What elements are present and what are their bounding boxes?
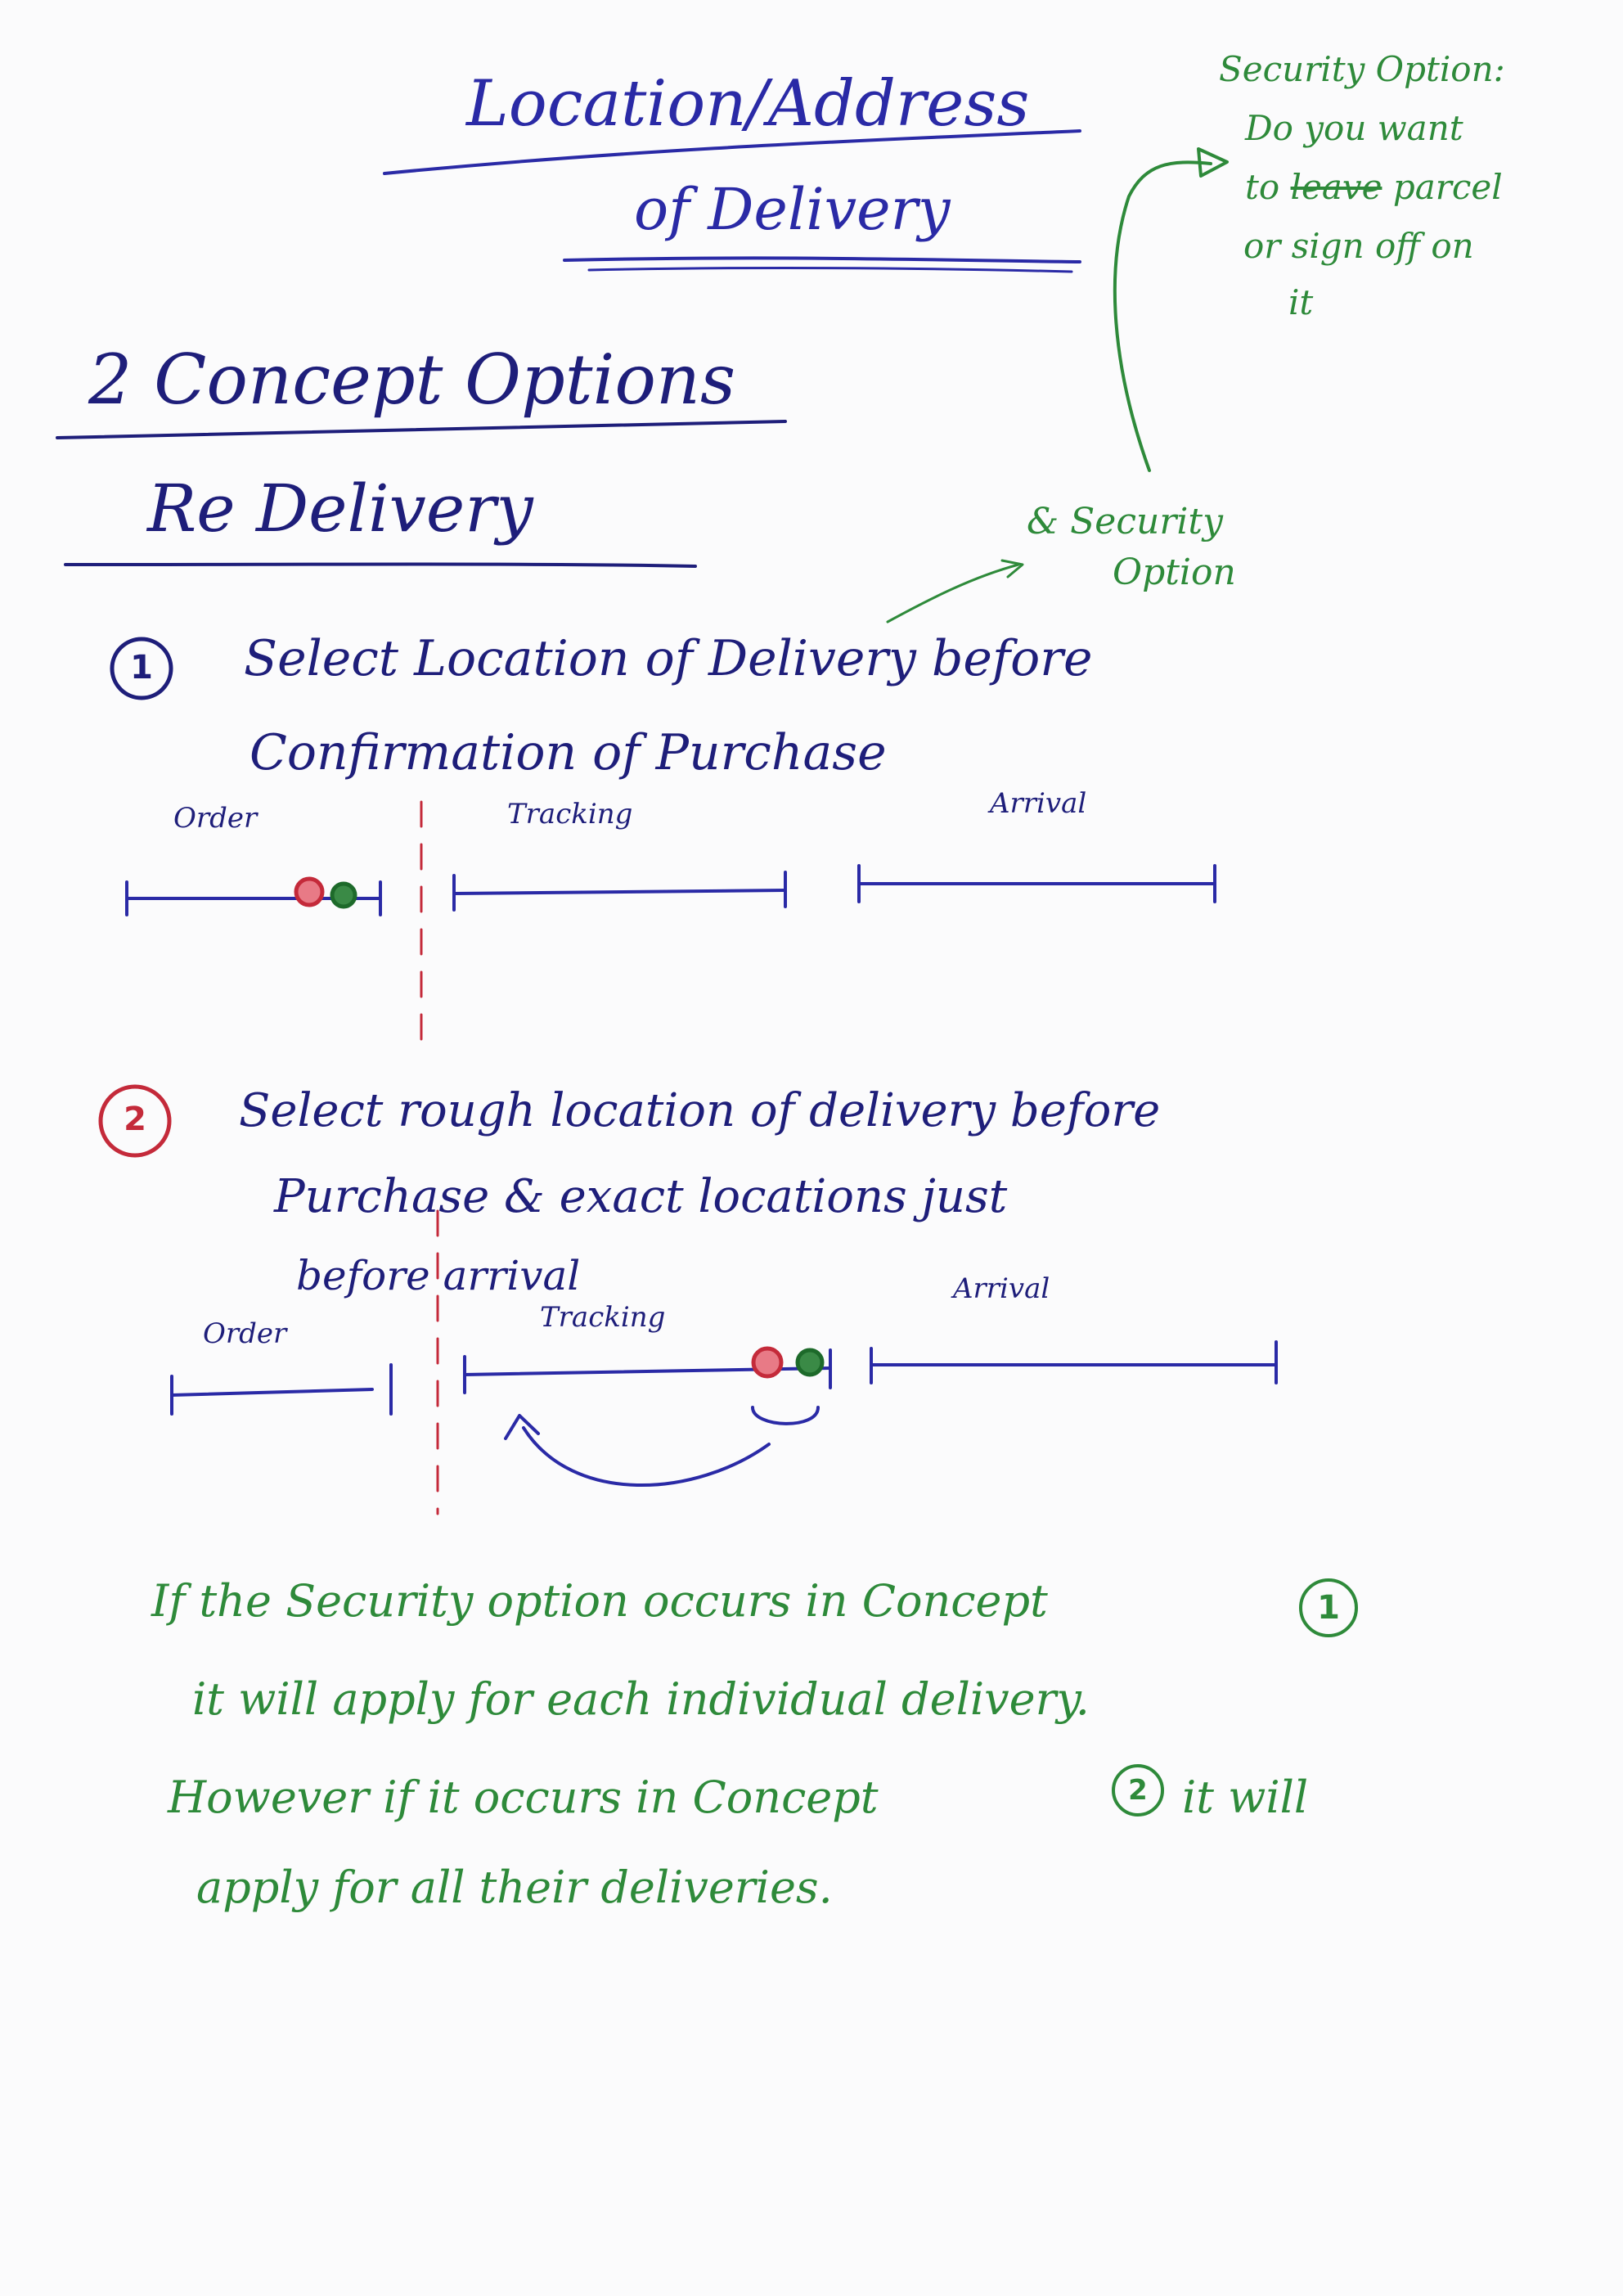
c1-green-dot <box>330 881 357 909</box>
security-note-line5: it <box>1288 282 1314 322</box>
c2-green-dot <box>795 1348 825 1377</box>
heading-concept-options: 2 Concept Options <box>88 340 736 420</box>
c2-order-line <box>170 1388 374 1397</box>
heading-underline-re <box>64 562 697 568</box>
heading-underline-concept <box>56 420 787 439</box>
conclusion-circle-2 <box>1112 1764 1164 1817</box>
security-arrow-short <box>886 563 1020 624</box>
heading-re-delivery: Re Delivery <box>147 470 533 547</box>
concept1-number: 1 <box>130 649 153 687</box>
concept2-label-tracking: Tracking <box>540 1301 666 1334</box>
concept1-circle <box>110 637 173 700</box>
title-underline-2 <box>563 256 1081 263</box>
security-note-line4: or sign off on <box>1243 226 1474 266</box>
concept1-line2: Confirmation of Purchase <box>250 724 887 781</box>
conclusion-line1: If the Security option occurs in Concept <box>151 1575 1048 1627</box>
conclusion-circle-1 <box>1299 1578 1358 1637</box>
security-arrowhead-short <box>1000 559 1024 579</box>
c2-red-dot <box>751 1346 784 1379</box>
security-note-line2: Do you want <box>1245 108 1463 148</box>
page-title-line1: Location/Address <box>466 67 1030 141</box>
c2-bracket <box>751 1406 820 1425</box>
conclusion-line3a: However if it occurs in Concept <box>168 1772 879 1823</box>
c2-return-arrowhead <box>504 1414 540 1440</box>
title-underline-1 <box>383 129 1081 175</box>
c1-red-dot <box>294 876 325 907</box>
concept2-circle <box>98 1084 172 1158</box>
title-underline-3 <box>587 266 1073 273</box>
conclusion-line3b: it will <box>1182 1772 1309 1823</box>
page-title-line2: of Delivery <box>634 176 951 243</box>
security-arrowhead-top <box>1197 147 1229 178</box>
red-dashed-divider <box>420 800 439 1515</box>
conclusion-line2: it will apply for each individual delive… <box>192 1673 1090 1725</box>
concept2-label-order: Order <box>203 1317 287 1350</box>
conclusion-line4: apply for all their deliveries. <box>196 1862 833 1913</box>
security-callout-line1: & Security <box>1027 501 1223 542</box>
security-callout-line2: Option <box>1113 551 1236 593</box>
concept1-label-tracking: Tracking <box>507 798 633 831</box>
c2-return-arrow <box>522 1426 771 1487</box>
security-note-line3: to leave parcel <box>1245 167 1503 207</box>
struck-word: leave <box>1290 167 1382 207</box>
concept1-label-order: Order <box>173 802 258 835</box>
security-note-line1: Security Option: <box>1219 49 1505 89</box>
conclusion-concept2-number: 2 <box>1128 1774 1148 1807</box>
concept1-line1: Select Location of Delivery before <box>244 630 1093 687</box>
security-arrow-long <box>1113 160 1212 472</box>
c1-tracking-line <box>452 889 787 895</box>
concept2-label-arrival: Arrival <box>953 1272 1050 1305</box>
concept2-line1: Select rough location of delivery before <box>239 1084 1161 1137</box>
conclusion-concept1-number: 1 <box>1317 1589 1340 1627</box>
concept2-number: 2 <box>124 1101 146 1138</box>
concept2-line2: Purchase & exact locations just <box>274 1170 1008 1223</box>
concept1-label-arrival: Arrival <box>990 787 1087 820</box>
